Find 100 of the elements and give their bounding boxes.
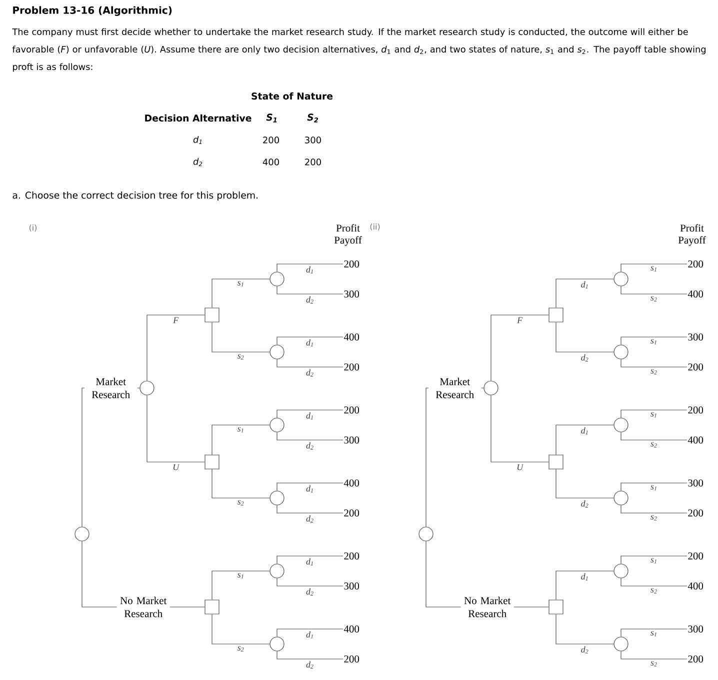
edge-label: d$_{2}$ <box>581 354 588 362</box>
connector-line <box>556 570 614 600</box>
connector-line <box>276 578 344 586</box>
circle-node <box>614 636 628 652</box>
square-node <box>548 600 564 614</box>
circle-node <box>614 490 628 506</box>
connector-line <box>276 264 344 272</box>
payoff-value: 300 <box>688 333 704 341</box>
edge-label: s$_{1}$ <box>650 631 656 636</box>
connector-line <box>620 410 688 418</box>
connector-line <box>212 322 270 352</box>
edge-label: s$_{2}$ <box>650 369 657 374</box>
payoff-value: 200 <box>344 655 360 663</box>
payoff-value: 200 <box>688 552 704 560</box>
connector-line <box>620 336 688 345</box>
edge-label: d$_{2}$ <box>581 500 588 508</box>
connector-line <box>490 314 549 381</box>
connector-line <box>276 482 344 491</box>
edge-label: No Market Research <box>460 596 514 618</box>
edge-label: d$_{1}$ <box>581 281 588 288</box>
payoff-value: 200 <box>344 260 360 268</box>
connector-line <box>276 432 344 440</box>
option-label: (i) <box>29 224 37 232</box>
edge-label: s$_{1}$ <box>650 266 656 272</box>
edge-label: s$_{2}$ <box>650 515 657 520</box>
payoff-value: 400 <box>688 436 704 444</box>
payoff-value: 200 <box>344 363 360 371</box>
square-node <box>204 308 220 322</box>
table-cell: 200 <box>263 136 279 144</box>
edge-label: s$_{1}$ <box>237 427 244 432</box>
circle-node <box>270 564 284 578</box>
connector-line <box>620 505 688 514</box>
question-text: a. Choose the correct decision tree for this problem. <box>12 191 258 201</box>
edge-label: s$_{2}$ <box>237 354 244 360</box>
connector-line <box>620 264 688 272</box>
table-cell: 400 <box>262 158 279 166</box>
payoff-value: 400 <box>688 290 704 298</box>
square-node <box>548 308 564 322</box>
payoff-value: 200 <box>688 655 704 663</box>
circle-node <box>614 344 628 360</box>
connector-line <box>556 322 614 352</box>
connector-line <box>620 651 688 660</box>
connector-line <box>490 395 549 462</box>
edge-label: d$_{1}$ <box>306 412 313 420</box>
edge-label: d$_{1}$ <box>581 427 588 434</box>
square-node <box>204 600 220 614</box>
connector-line <box>146 395 205 462</box>
edge-label: U <box>173 464 180 470</box>
edge-label: d$_{1}$ <box>306 558 313 566</box>
payoff-value: 200 <box>344 552 360 560</box>
connector-line <box>556 424 614 455</box>
payoff-value: 200 <box>344 406 360 414</box>
edge-label: d$_{1}$ <box>306 485 313 492</box>
payoff-value: 200 <box>688 406 704 414</box>
edge-label: F <box>173 317 179 324</box>
connector-line <box>620 628 688 637</box>
edge-label: s$_{2}$ <box>650 296 657 302</box>
connector-line <box>620 286 688 294</box>
circle-node <box>614 272 628 286</box>
payoff-value: 400 <box>344 333 360 341</box>
table-cell: 300 <box>305 136 321 144</box>
connector-line <box>212 570 270 600</box>
circle-node <box>270 636 284 652</box>
connector-line <box>276 359 344 368</box>
option-label: (ii) <box>370 223 380 231</box>
circle-node <box>484 380 498 396</box>
column-heading: Profit Payoff <box>334 224 362 246</box>
payoff-value: 400 <box>344 479 360 487</box>
connector-line <box>276 628 344 637</box>
edge-label: s$_{1}$ <box>650 485 656 490</box>
connector-line <box>620 482 688 491</box>
circle-node <box>418 526 434 542</box>
payoff-value: 300 <box>344 436 360 444</box>
circle-node <box>270 418 284 432</box>
edge-label: s$_{1}$ <box>650 339 656 344</box>
payoff-value: 400 <box>344 625 360 633</box>
payoff-value: 200 <box>688 260 704 268</box>
edge-label: d$_{2}$ <box>581 646 588 654</box>
square-node <box>204 454 220 470</box>
edge-label: d$_{1}$ <box>581 573 588 580</box>
connector-line <box>212 278 270 308</box>
edge-label: d$_{1}$ <box>306 631 313 638</box>
payoff-value: 300 <box>344 290 360 298</box>
connector-line <box>276 336 344 345</box>
edge-label: s$_{2}$ <box>650 661 657 666</box>
edge-label: s$_{2}$ <box>237 500 244 506</box>
payoff-value: 200 <box>688 509 704 517</box>
payoff-value: 300 <box>344 582 360 590</box>
connector-line <box>556 469 614 498</box>
payoff-value: 200 <box>344 509 360 517</box>
circle-node <box>74 526 90 542</box>
edge-label: d$_{2}$ <box>306 442 314 450</box>
table-cell: 200 <box>305 158 321 166</box>
edge-label: No Market Research <box>116 596 170 618</box>
payoff-value: 400 <box>688 582 704 590</box>
connector-line <box>276 651 344 660</box>
payoff-value: 200 <box>688 363 704 371</box>
square-node <box>548 454 564 470</box>
table-header: S$_{1}$ <box>266 114 277 122</box>
connector-line <box>212 614 270 644</box>
